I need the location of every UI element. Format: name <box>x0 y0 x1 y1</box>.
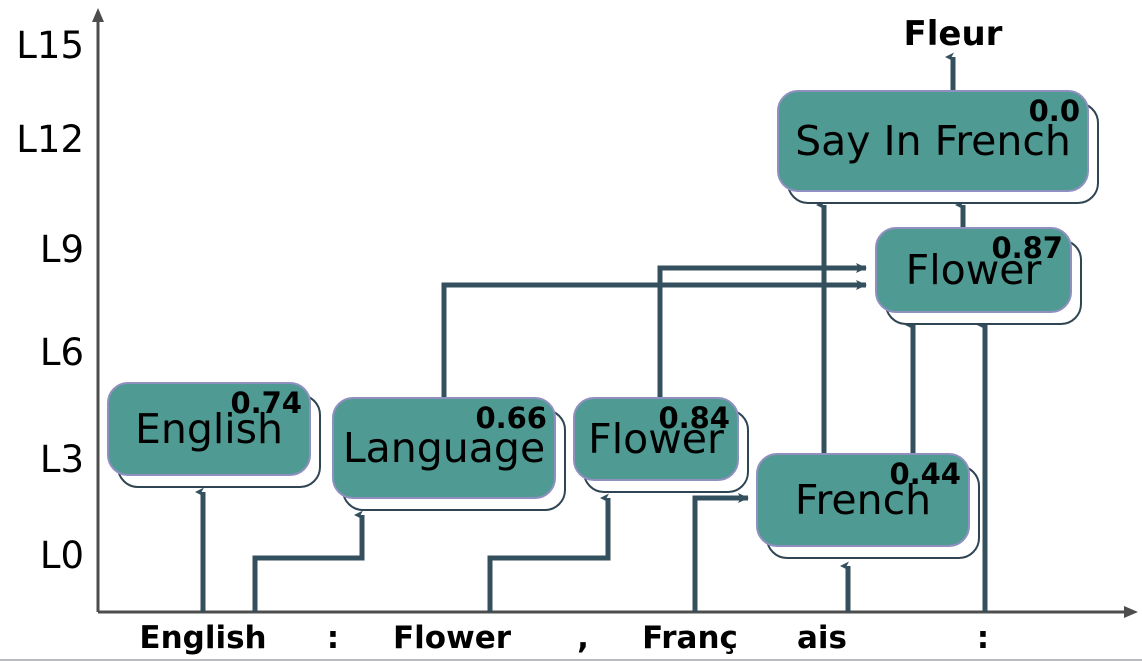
x-axis-token-4: Franç <box>642 620 738 656</box>
y-axis-tick-l3: L3 <box>40 438 84 481</box>
node-label: Say In French <box>795 117 1071 165</box>
edge-flower-token-to-flower-mid <box>487 493 611 612</box>
node-card[interactable] <box>777 90 1089 192</box>
x-axis-token-5: ais <box>797 620 847 656</box>
edge-colon-to-language <box>252 510 365 612</box>
x-axis-token-1: : <box>327 620 339 656</box>
edge-language-to-flower-top <box>441 280 867 398</box>
x-axis-token-2: Flower <box>393 620 512 656</box>
x-axis-token-labels: English: Flower, Franç ais: <box>139 620 989 656</box>
node-card[interactable] <box>756 453 970 547</box>
node-score: 0.0 <box>1029 94 1080 128</box>
node-score: 0.84 <box>658 401 730 435</box>
node-score: 0.87 <box>991 231 1063 265</box>
edge-flower-mid-to-flower-top <box>657 263 867 398</box>
x-axis-token-3: , <box>577 620 589 656</box>
axes <box>92 8 1138 618</box>
y-axis-arrowhead <box>92 8 104 22</box>
node-score: 0.66 <box>475 401 547 435</box>
y-axis-tick-l15: L15 <box>16 24 84 67</box>
node-card[interactable] <box>875 227 1072 313</box>
x-axis-token-0: English <box>139 620 266 656</box>
x-axis-token-6: : <box>977 620 989 656</box>
node-card[interactable] <box>332 397 556 499</box>
edge-franc-to-french <box>692 493 749 612</box>
y-axis-tick-l6: L6 <box>40 331 84 374</box>
y-axis-tick-l0: L0 <box>40 534 84 577</box>
node-label: English <box>135 405 283 453</box>
y-axis-tick-l12: L12 <box>16 118 84 161</box>
node-label: Flower <box>588 415 724 463</box>
x-axis-arrowhead <box>1124 606 1138 618</box>
node-label: French <box>795 476 931 524</box>
bottom-divider <box>0 659 1142 661</box>
node-score: 0.74 <box>230 386 302 420</box>
node-card[interactable] <box>573 397 739 481</box>
output-token-label: Fleur <box>904 14 1003 54</box>
node-label: Language <box>343 424 545 472</box>
y-axis-tick-l9: L9 <box>40 228 84 271</box>
edge-layer <box>195 52 988 612</box>
node-card[interactable] <box>107 382 311 476</box>
node-score: 0.44 <box>889 457 961 491</box>
node-label: Flower <box>906 246 1042 294</box>
